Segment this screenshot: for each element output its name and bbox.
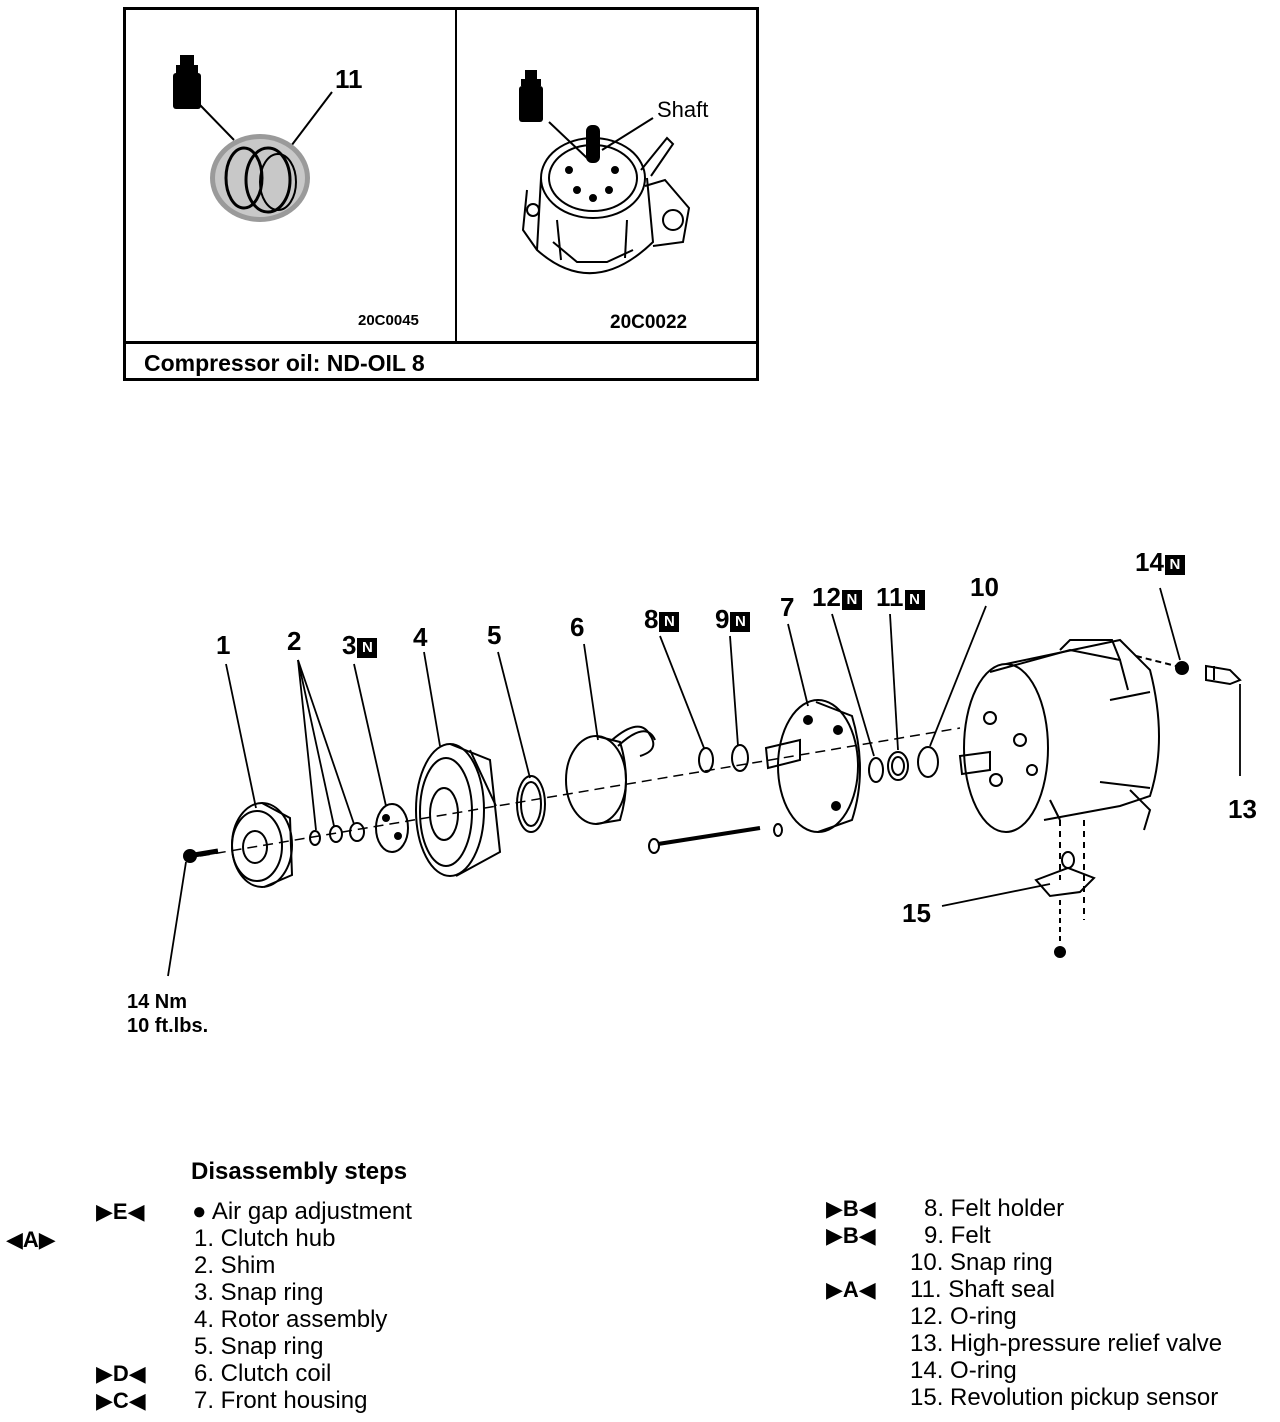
torque-metric: 14 Nm — [127, 991, 188, 1013]
part-snap-ring-10 — [917, 746, 939, 778]
new-part-mark: N — [659, 612, 680, 632]
step-item: 8. Felt holder — [924, 1195, 1065, 1222]
new-part-mark: N — [904, 590, 925, 610]
shaft-seal-oil-figure — [173, 55, 333, 222]
figure-code-right: 20C0022 — [610, 312, 688, 333]
compressor-oil-box: 11 20C0045 — [123, 7, 759, 381]
new-part-mark: N — [730, 612, 751, 632]
step-item: 7. Front housing — [194, 1387, 368, 1414]
part-rotor-assembly — [415, 743, 502, 877]
compressor-body — [521, 125, 691, 275]
part-front-housing — [764, 699, 861, 833]
step-item: ● Air gap adjustment — [192, 1198, 412, 1225]
part-shaft-seal-11 — [887, 751, 909, 781]
step-marker: ▶D◀ — [96, 1361, 146, 1386]
callout-11: 11 — [335, 64, 363, 94]
new-part-mark: N — [357, 638, 378, 658]
step-marker: ▶B◀ — [826, 1196, 876, 1221]
steps-title: Disassembly steps — [191, 1158, 408, 1185]
torque-spec: 14 Nm 10 ft.lbs. — [127, 990, 208, 1038]
step-item: 5. Snap ring — [194, 1333, 324, 1360]
new-part-mark: N — [841, 590, 862, 610]
oil-can-icon — [173, 55, 201, 109]
part-snap-ring-5 — [516, 775, 546, 833]
part-high-pressure-relief-valve — [1205, 664, 1242, 686]
step-marker: ▶A◀ — [826, 1277, 876, 1302]
callout-4: 4 — [413, 622, 428, 652]
oil-can-icon — [519, 70, 543, 122]
shaft-label: Shaft — [657, 97, 709, 122]
step-item: 9. Felt — [924, 1222, 991, 1249]
step-item: 14. O-ring — [910, 1357, 1017, 1384]
step-item: 11. Shaft seal — [910, 1276, 1055, 1303]
compressor-shaft-figure — [519, 70, 691, 275]
part-shims — [309, 822, 365, 846]
figure-code-left: 20C0045 — [358, 312, 419, 329]
step-item: 3. Snap ring — [194, 1279, 324, 1306]
part-o-ring-12 — [868, 757, 884, 783]
compressor-oil-caption: Compressor oil: ND-OIL 8 — [144, 350, 425, 376]
step-item: 15. Revolution pickup sensor — [910, 1384, 1219, 1411]
new-part-mark: N — [1164, 555, 1185, 575]
part-felt-holder — [698, 747, 714, 773]
step-item: 10. Snap ring — [910, 1249, 1053, 1276]
step-item: 1. Clutch hub — [194, 1225, 336, 1252]
callout-15: 15 — [902, 898, 931, 928]
clutch-bolt — [183, 848, 219, 863]
step-marker: ▶B◀ — [826, 1223, 876, 1248]
callout-5: 5 — [487, 620, 502, 650]
part-clutch-coil — [565, 725, 656, 825]
step-item: 2. Shim — [194, 1252, 276, 1279]
callout-1: 1 — [216, 630, 231, 660]
part-snap-ring-3 — [375, 803, 409, 853]
caption-divider — [126, 341, 756, 344]
callout-7: 7 — [780, 592, 795, 622]
part-felt — [731, 744, 749, 772]
callout-leaders — [167, 587, 1241, 977]
step-item: 13. High-pressure relief valve — [910, 1330, 1223, 1357]
callout-2: 2 — [287, 626, 302, 656]
torque-imperial: 10 ft.lbs. — [127, 1015, 209, 1037]
panel-divider — [455, 10, 457, 341]
part-o-ring-14 — [1175, 661, 1189, 675]
step-marker: ▶C◀ — [96, 1388, 146, 1413]
step-marker: ▶E◀ — [96, 1199, 145, 1224]
callout-13: 13 — [1228, 794, 1257, 824]
step-item: 6. Clutch coil — [194, 1360, 332, 1387]
step-item: 4. Rotor assembly — [194, 1306, 388, 1333]
part-revolution-pickup-sensor — [1034, 851, 1096, 958]
callout-10: 10 — [970, 572, 999, 602]
compressor-exploded-diagram — [167, 587, 1242, 977]
callout-6: 6 — [570, 612, 585, 642]
shaft-seal-part — [210, 134, 310, 222]
through-bolt — [648, 823, 783, 854]
part-clutch-hub — [231, 802, 294, 888]
marker-a-outer: ◀A▶ — [6, 1227, 56, 1252]
step-item: 12. O-ring — [910, 1303, 1017, 1330]
compressor-main-body — [958, 638, 1160, 920]
